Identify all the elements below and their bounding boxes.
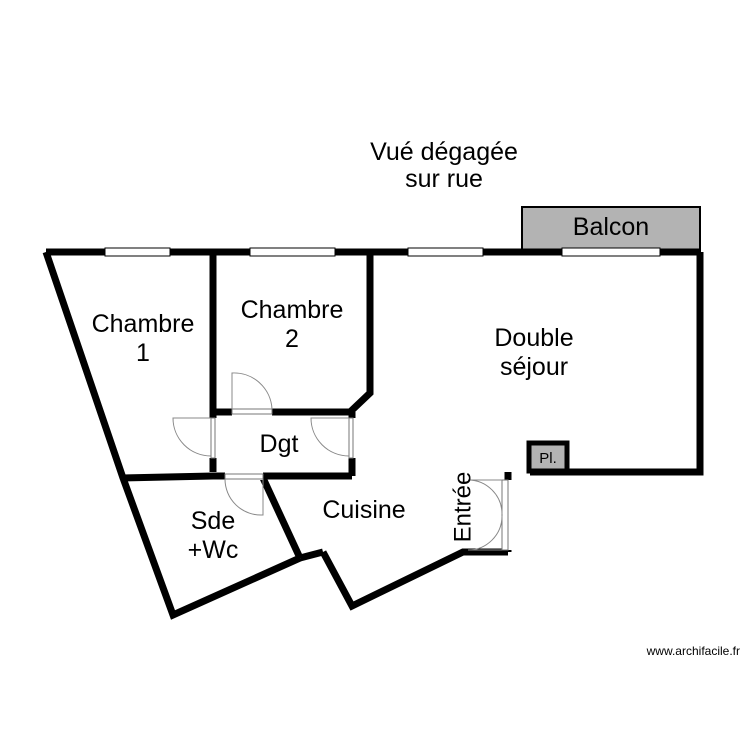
room-label-chambre2: Chambre	[241, 296, 344, 324]
wall-sde-right	[259, 476, 304, 560]
door-swing-arc	[172, 417, 212, 457]
window	[104, 247, 171, 257]
outside-label: sur rue	[405, 165, 483, 193]
room-label-placard: Pl.	[539, 450, 557, 467]
wall-dgt-bottom	[122, 472, 352, 482]
wall-chambre2-right	[213, 252, 374, 416]
exterior-wall	[530, 252, 704, 476]
room-label-cuisine: Cuisine	[322, 496, 405, 524]
door-leaf	[231, 408, 273, 415]
room-label-sde: +Wc	[188, 536, 239, 564]
door-leaf	[501, 479, 509, 551]
exterior-wall-bottom	[319, 548, 508, 611]
room-label-dgt: Dgt	[260, 430, 299, 458]
door-swing-arc	[467, 479, 503, 515]
wall-kitchen-nib	[299, 548, 324, 562]
room-label-sejour: séjour	[500, 353, 568, 381]
room-label-sejour: Double	[494, 324, 573, 352]
door-swing-arc	[231, 372, 273, 410]
door-leaf	[210, 417, 216, 459]
door-swing-arc	[467, 515, 503, 551]
door-swing-arc	[310, 417, 350, 457]
room-label-chambre1: Chambre	[92, 310, 195, 338]
room-label-chambre1: 1	[136, 339, 150, 367]
room-label-chambre2: 2	[285, 325, 299, 353]
footer-credit: www.archifacile.fr	[646, 644, 740, 658]
room-label-balcon: Balcon	[573, 213, 649, 241]
window	[407, 247, 484, 257]
room-label-entree: Entrée	[449, 472, 476, 543]
window	[561, 247, 661, 257]
exterior-wall-left	[42, 250, 302, 620]
placard-box	[526, 440, 570, 474]
balcony-area	[521, 206, 701, 253]
door-leaf	[224, 473, 264, 480]
window	[249, 247, 336, 257]
outside-label: Vué dégagée	[370, 138, 518, 166]
room-label-sde: Sde	[191, 507, 235, 535]
door-leaf	[348, 417, 354, 459]
door-swing-arc	[224, 478, 264, 516]
